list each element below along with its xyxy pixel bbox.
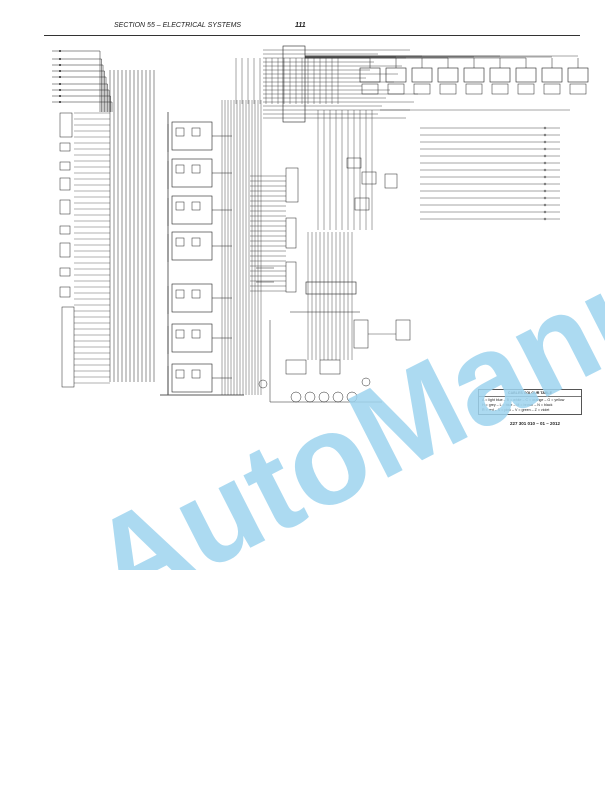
cable-colour-line: A = light blue – B = white – C = orange … [482, 398, 565, 402]
component-box [387, 83, 405, 95]
component-box [59, 199, 71, 215]
connector-pin [543, 210, 547, 214]
lamp-symbol [318, 391, 330, 403]
lamp-symbol [258, 379, 268, 389]
component-box [489, 67, 511, 83]
component-box [191, 237, 201, 247]
connector-pin [543, 133, 547, 137]
component-box [285, 261, 297, 293]
component-box [354, 197, 370, 211]
terminal-dot [59, 64, 61, 66]
component-box [395, 319, 411, 341]
component-box [59, 225, 71, 235]
component-box [413, 83, 431, 95]
component-box [59, 242, 71, 258]
component-box [465, 83, 483, 95]
component-box [285, 167, 299, 203]
component-box [175, 289, 185, 299]
terminal-dot [59, 89, 61, 91]
component-box [175, 201, 185, 211]
component-box [59, 161, 71, 171]
component-box [463, 67, 485, 83]
component-box [191, 289, 201, 299]
component-box [517, 83, 535, 95]
component-box [59, 286, 71, 298]
component-box [491, 83, 509, 95]
component-box [59, 142, 71, 152]
lamp-symbol [361, 377, 371, 387]
component-box [543, 83, 561, 95]
lamp-symbol [332, 391, 344, 403]
component-box [175, 329, 185, 339]
lamp-symbol [304, 391, 316, 403]
component-box [346, 157, 362, 169]
page-number: 111 [295, 22, 306, 29]
component-box [385, 67, 407, 83]
component-box [439, 83, 457, 95]
component-box [567, 67, 589, 83]
connector-pin [543, 189, 547, 193]
terminal-dot [59, 76, 61, 78]
component-box [285, 217, 297, 249]
component-box [191, 127, 201, 137]
component-box [319, 359, 341, 375]
component-box [515, 67, 537, 83]
connector-pin [543, 154, 547, 158]
component-box [175, 369, 185, 379]
component-box [191, 201, 201, 211]
connector-pin [543, 140, 547, 144]
component-box [282, 45, 306, 123]
component-box [191, 329, 201, 339]
lamp-symbol [290, 391, 302, 403]
terminal-dot [59, 58, 61, 60]
section-title: SECTION 55 – ELECTRICAL SYSTEMS [114, 22, 242, 29]
component-box [541, 67, 563, 83]
lamp-symbol [346, 391, 358, 403]
connector-pin [543, 175, 547, 179]
component-box [191, 164, 201, 174]
connector-pin [543, 126, 547, 130]
connector-pin [543, 147, 547, 151]
component-box [175, 164, 185, 174]
connector-pin [543, 161, 547, 165]
component-box [59, 177, 71, 191]
component-box [353, 319, 369, 349]
cable-colour-line: R = red – S = pink – V = green – Z = vio… [482, 408, 550, 412]
component-box [411, 67, 433, 83]
component-box [59, 267, 71, 277]
connector-pin [543, 168, 547, 172]
cable-colour-table-title: CABLES COLOUR TABLE [479, 390, 581, 397]
page-header: SECTION 55 – ELECTRICAL SYSTEMS 111 [44, 21, 580, 36]
connector-pin [543, 217, 547, 221]
connector-pin [543, 182, 547, 186]
terminal-dot [59, 83, 61, 85]
component-box [175, 237, 185, 247]
component-box [285, 359, 307, 375]
connector-pin [543, 196, 547, 200]
terminal-dot [59, 50, 61, 52]
component-box [61, 306, 75, 388]
terminal-dot [59, 101, 61, 103]
component-box [59, 112, 73, 138]
component-box [384, 173, 398, 189]
cable-colour-line: H = grey – L = blue – M = brown – N = bl… [482, 403, 553, 407]
component-box [569, 83, 587, 95]
component-box [437, 67, 459, 83]
component-box [175, 127, 185, 137]
terminal-dot [59, 70, 61, 72]
component-box [361, 171, 377, 185]
document-reference: 227 301 010 – 01 – 2012 [510, 421, 561, 426]
component-box [361, 83, 379, 95]
component-box [305, 281, 357, 295]
terminal-dot [59, 95, 61, 97]
cable-colour-table: CABLES COLOUR TABLE A = light blue – B =… [478, 389, 582, 415]
component-box [191, 369, 201, 379]
connector-pin [543, 203, 547, 207]
